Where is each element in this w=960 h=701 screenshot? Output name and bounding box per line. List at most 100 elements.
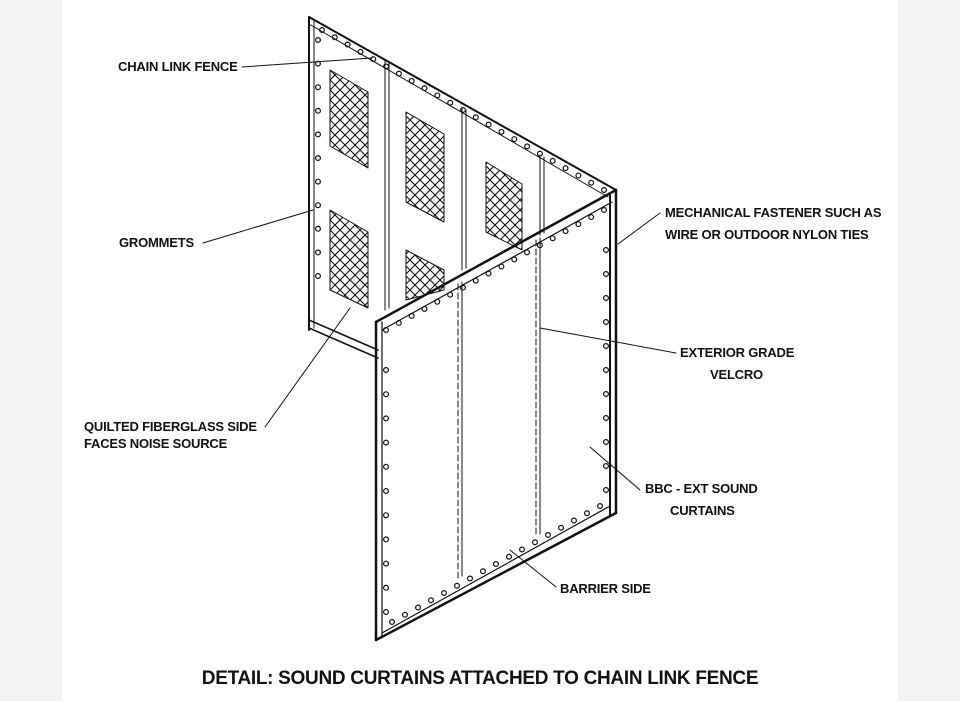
grommet-icon: [600, 187, 607, 194]
grommet-icon: [415, 604, 422, 611]
grommet-icon: [602, 487, 609, 494]
grommet-icon: [506, 553, 513, 560]
grommet-icon: [602, 391, 609, 398]
label-quilted-line-1: QUILTED FIBERGLASS SIDE: [84, 419, 257, 434]
grommet-icon: [383, 512, 390, 519]
grommet-markers: [315, 27, 609, 625]
label-barrier-side: BARRIER SIDE: [560, 578, 651, 600]
grommet-icon: [383, 63, 390, 70]
grommet-icon: [408, 77, 415, 84]
chain-link-mesh: [329, 69, 523, 309]
grommet-icon: [602, 319, 609, 326]
grommet-icon: [383, 327, 390, 334]
grommet-icon: [472, 277, 479, 284]
back-fence-panel: [308, 16, 617, 359]
grommet-icon: [524, 143, 531, 150]
grommet-icon: [395, 319, 402, 326]
label-grommets-text: GROMMETS: [119, 235, 194, 250]
grommet-icon: [588, 214, 595, 221]
grommet-icon: [383, 536, 390, 543]
grommet-icon: [383, 391, 390, 398]
label-bbc-sound-curtains: BBC - EXT SOUND CURTAINS: [645, 478, 758, 522]
grommet-icon: [602, 295, 609, 302]
grommet-icon: [588, 179, 595, 186]
grommet-icon: [493, 560, 500, 567]
grommet-icon: [511, 136, 518, 143]
grommet-icon: [383, 463, 390, 470]
grommet-icon: [383, 488, 390, 495]
grommet-icon: [370, 56, 377, 63]
grommet-icon: [447, 291, 454, 298]
grommet-icon: [583, 510, 590, 517]
grommet-icon: [536, 150, 543, 157]
grommet-icon: [485, 121, 492, 128]
grommet-icon: [383, 439, 390, 446]
grommet-icon: [549, 235, 556, 242]
label-bbc-line-2: CURTAINS: [670, 503, 735, 518]
label-mechanical-fastener: MECHANICAL FASTENER SUCH AS WIRE OR OUTD…: [665, 202, 882, 246]
grommet-icon: [315, 225, 322, 232]
grommet-icon: [428, 597, 435, 604]
grommet-icon: [498, 128, 505, 135]
grommet-icon: [562, 165, 569, 172]
grommet-icon: [549, 157, 556, 164]
label-velcro-line-2: VELCRO: [710, 367, 763, 382]
grommet-icon: [344, 41, 351, 48]
grommet-icon: [383, 560, 390, 567]
grommet-icon: [602, 271, 609, 278]
grommet-icon: [402, 611, 409, 618]
label-chain-link-fence-text: CHAIN LINK FENCE: [118, 59, 238, 74]
grommet-icon: [498, 263, 505, 270]
leader-lines: [202, 57, 677, 588]
grommet-icon: [600, 207, 607, 214]
grommet-icon: [315, 178, 322, 185]
grommet-icon: [421, 85, 428, 92]
grommet-icon: [557, 524, 564, 531]
label-mechanical-line-1: MECHANICAL FASTENER SUCH AS: [665, 205, 882, 220]
grommet-icon: [575, 221, 582, 228]
grommet-icon: [472, 114, 479, 121]
grommet-icon: [447, 99, 454, 106]
grommet-icon: [467, 575, 474, 582]
grommet-icon: [315, 84, 322, 91]
grommet-icon: [421, 305, 428, 312]
grommet-icon: [408, 312, 415, 319]
grommet-icon: [383, 367, 390, 374]
label-grommets: GROMMETS: [119, 232, 194, 254]
label-mechanical-line-2: WIRE OR OUTDOOR NYLON TIES: [665, 227, 869, 242]
grommet-icon: [544, 531, 551, 538]
grommet-icon: [480, 568, 487, 575]
grommet-icon: [434, 92, 441, 99]
grommet-icon: [602, 247, 609, 254]
grommet-icon: [531, 539, 538, 546]
grommet-icon: [389, 618, 396, 625]
label-exterior-velcro: EXTERIOR GRADE VELCRO: [680, 342, 794, 386]
grommet-icon: [570, 517, 577, 524]
grommet-icon: [331, 34, 338, 41]
front-curtain-panel: [374, 188, 618, 642]
grommet-icon: [315, 273, 322, 280]
grommet-icon: [485, 270, 492, 277]
grommet-icon: [357, 48, 364, 55]
grommet-icon: [511, 256, 518, 263]
grommet-icon: [383, 584, 390, 591]
grommet-icon: [524, 249, 531, 256]
grommet-icon: [602, 439, 609, 446]
grommet-icon: [575, 172, 582, 179]
grommet-icon: [319, 27, 326, 34]
grommet-icon: [602, 463, 609, 470]
grommet-icon: [383, 608, 390, 615]
grommet-icon: [395, 70, 402, 77]
grommet-icon: [315, 60, 322, 67]
grommet-icon: [315, 107, 322, 114]
grommet-icon: [562, 228, 569, 235]
grommet-icon: [602, 367, 609, 374]
grommet-icon: [315, 131, 322, 138]
label-quilted-line-2: FACES NOISE SOURCE: [84, 436, 228, 451]
grommet-icon: [518, 546, 525, 553]
grommet-icon: [602, 415, 609, 422]
grommet-icon: [383, 415, 390, 422]
grommet-icon: [459, 284, 466, 291]
grommet-icon: [315, 36, 322, 43]
grommet-icon: [441, 589, 448, 596]
